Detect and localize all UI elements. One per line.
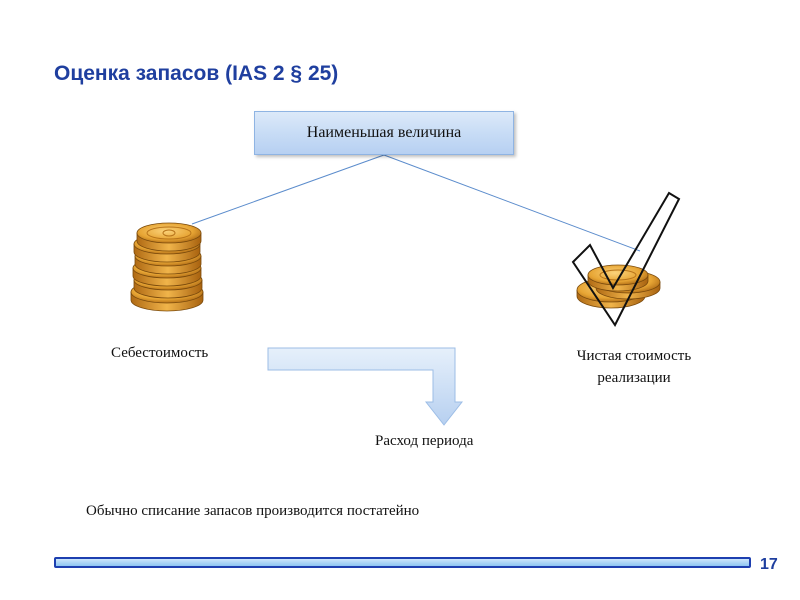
checkmark-icon: [571, 191, 681, 327]
period-expense-label: Расход периода: [375, 433, 474, 449]
coin-stack-icon: [130, 222, 204, 312]
slide-title: Оценка запасов (IAS 2 § 25): [54, 62, 339, 85]
note-text: Обычно списание запасов производится пос…: [86, 503, 420, 519]
top-box: Наименьшая величина: [254, 111, 514, 155]
nrv-label: Чистая стоимость реализации: [576, 348, 692, 386]
page-number: 17: [760, 556, 778, 573]
elbow-arrow-icon: [267, 347, 464, 426]
footer-bar: [54, 557, 751, 568]
cost-label: Себестоимость: [111, 345, 209, 361]
connector-right: [383, 154, 641, 252]
top-box-label: Наименьшая величина: [306, 124, 462, 141]
connector-left: [191, 154, 385, 225]
